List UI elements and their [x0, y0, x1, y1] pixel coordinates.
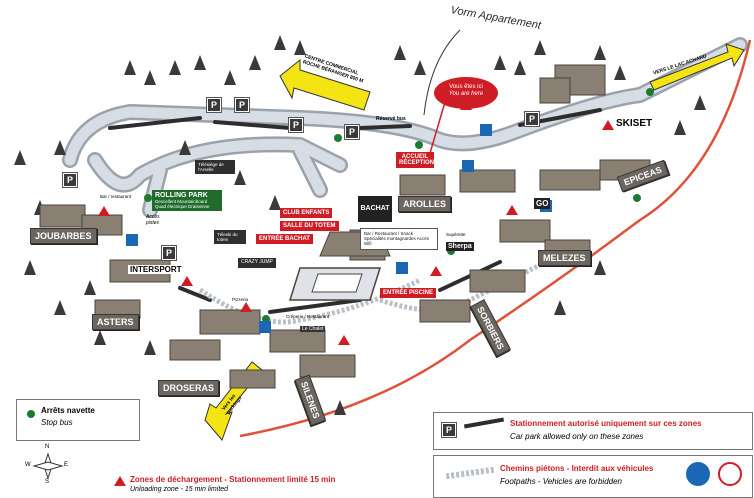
parking-strips [108, 108, 602, 314]
entree-bachat-label: ENTRÉE BACHAT [256, 234, 313, 244]
rolling-park-sub: Descellent Mountainboard Quad électrique… [155, 199, 210, 209]
creperie-label: Crêperie / Restaurant [286, 314, 330, 319]
parking-icon: P [345, 125, 359, 139]
legend-parking-strip [463, 417, 505, 429]
compass-rose [32, 452, 64, 480]
reserve-bus-label: Réservé bus [376, 116, 406, 122]
you-are-here-marker [434, 77, 498, 109]
residence-arolles: AROLLES [398, 196, 452, 212]
handwritten-arrow [423, 29, 461, 116]
pool [311, 273, 363, 293]
compass-w: W [25, 462, 31, 468]
bar-restaurant-label: Bar / Restaurant / Snack Spécialités mon… [360, 228, 438, 250]
telesiege-label: Télésiège de l'Arselle [195, 160, 235, 175]
bus-stop-icon [27, 410, 35, 418]
bachat-logo: BACHAT [358, 196, 392, 222]
bar-restaurant-small: Bar / restaurant [100, 194, 132, 199]
legend-bus-stop: Arrêts navette Stop bus [16, 399, 140, 441]
parking-icon: P [289, 118, 303, 132]
rolling-park-title: ROLLING PARK [155, 192, 208, 199]
superette-label: Supérette [446, 232, 466, 237]
residence-joubarbes: JOUBARBES [30, 228, 97, 244]
legend-foot-fr: Chemins piétons - Interdit aux véhicules [500, 464, 654, 473]
residence-melezes: MELEZES [538, 250, 591, 266]
parking-icon: P [525, 112, 539, 126]
legend-parking: P Stationnement autorisé uniquement sur … [433, 412, 753, 450]
compass-s: S [45, 479, 50, 485]
legend-stop-fr: Arrêts navette [41, 406, 95, 415]
legend-foot-en: Footpaths - Vehicles are forbidden [500, 477, 622, 486]
intersport-logo: INTERSPORT [128, 265, 184, 274]
parking-icon: P [207, 98, 221, 112]
legend-parking-icon: P [442, 423, 456, 437]
arrow-centre-commercial [279, 58, 371, 111]
legend-footpaths: Chemins piétons - Interdit aux véhicules… [433, 455, 753, 498]
you-are-here-fr: Vous êtes ici [449, 84, 483, 90]
unloading-markers [98, 100, 614, 345]
legend-parking-fr: Stationnement autorisé uniquement sur ce… [510, 419, 702, 428]
main-road-edge [239, 39, 752, 438]
legend-stop-en: Stop bus [41, 418, 73, 427]
arrow-lac-achard [649, 43, 745, 91]
acces-pistes-label: Accès pistes [146, 214, 160, 226]
no-vehicles-icon [718, 462, 742, 486]
legend-parking-en: Car park allowed only on these zones [510, 432, 644, 441]
residence-droseras: DROSERAS [158, 380, 220, 396]
go-sport-logo: GO [534, 198, 551, 209]
residence-asters: ASTERS [92, 314, 139, 330]
you-are-here-label: Vous êtes ici You are here [443, 84, 489, 98]
compass-e: E [64, 462, 69, 468]
sherpa-logo: Sherpa [446, 242, 474, 251]
parking-icon: P [63, 173, 77, 187]
teleski-label: Téleski du totem [214, 230, 246, 245]
entree-piscine-label: ENTRÉE PISCINE [380, 288, 437, 298]
you-are-here-pointer [427, 101, 446, 161]
rolling-park-box: ROLLING PARK Descellent Mountainboard Qu… [152, 190, 222, 211]
skiset-logo: SKISET [614, 118, 655, 129]
legend-footpath-line [445, 466, 495, 480]
parking-icon: P [235, 98, 249, 112]
pedestrian-icon [686, 462, 710, 486]
unloading-icon [114, 476, 126, 486]
reception-label: ACCUEIL RÉCEPTION [396, 152, 434, 168]
compass-n: N [45, 444, 50, 450]
you-are-here-en: You are here [448, 91, 484, 97]
crazy-jump-label: CRAZY JUMP [238, 258, 276, 268]
club-enfants-label: CLUB ENFANTS [280, 208, 333, 218]
salle-totem-label: SALLE DU TOTEM [280, 221, 339, 231]
pizzeria-label: Pizzeria [232, 297, 249, 302]
legend-unload-en: Unloading zone - 15 min limited [130, 486, 229, 493]
legend-unloading: Zones de déchargement - Stationnement li… [110, 474, 420, 496]
le-chalet-label: Le Chalet [300, 326, 326, 332]
legend-unload-fr: Zones de déchargement - Stationnement li… [130, 475, 336, 484]
parking-icon: P [162, 246, 176, 260]
